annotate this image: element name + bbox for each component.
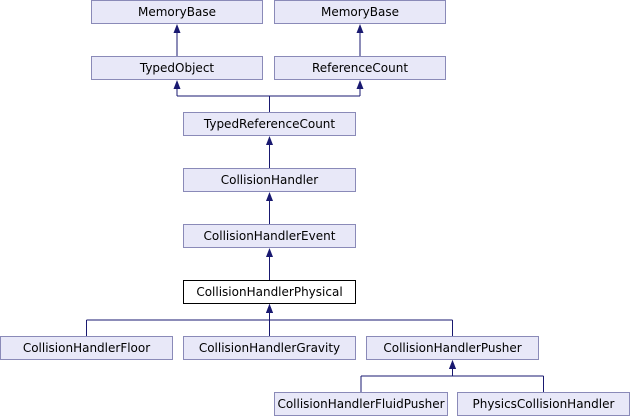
node-reference-count[interactable]: ReferenceCount <box>274 56 446 80</box>
node-memory-base-1[interactable]: MemoryBase <box>91 0 263 24</box>
node-collision-handler-fluid-pusher[interactable]: CollisionHandlerFluidPusher <box>274 392 448 416</box>
node-typed-object[interactable]: TypedObject <box>91 56 263 80</box>
arrowhead-collision_handler_physical-to-collision_handler_event <box>266 248 273 257</box>
node-collision-handler-pusher[interactable]: CollisionHandlerPusher <box>366 336 539 360</box>
arrowhead-typed_reference_count-to-reference_count <box>356 80 364 89</box>
node-collision-handler[interactable]: CollisionHandler <box>183 168 356 192</box>
node-collision-handler-floor[interactable]: CollisionHandlerFloor <box>0 336 173 360</box>
node-physics-collision-handler[interactable]: PhysicsCollisionHandler <box>457 392 630 416</box>
node-collision-handler-physical: CollisionHandlerPhysical <box>183 280 356 304</box>
arrowhead-collision_handler_pusher-to-collision_handler_physical <box>266 304 273 313</box>
node-memory-base-2[interactable]: MemoryBase <box>274 0 446 24</box>
arrowhead-collision_handler-to-typed_reference_count <box>266 136 273 145</box>
arrowhead-collision_handler_event-to-collision_handler <box>266 192 273 201</box>
node-collision-handler-event[interactable]: CollisionHandlerEvent <box>183 224 356 248</box>
node-collision-handler-gravity[interactable]: CollisionHandlerGravity <box>183 336 356 360</box>
arrowhead-typed_reference_count-to-typed_object <box>173 80 181 89</box>
arrowhead-reference_count-to-memory_base_2 <box>356 24 364 33</box>
node-typed-reference-count[interactable]: TypedReferenceCount <box>183 112 356 136</box>
arrowhead-physics_collision_handler-to-collision_handler_pusher <box>449 360 456 369</box>
arrowhead-typed_object-to-memory_base_1 <box>173 24 181 33</box>
